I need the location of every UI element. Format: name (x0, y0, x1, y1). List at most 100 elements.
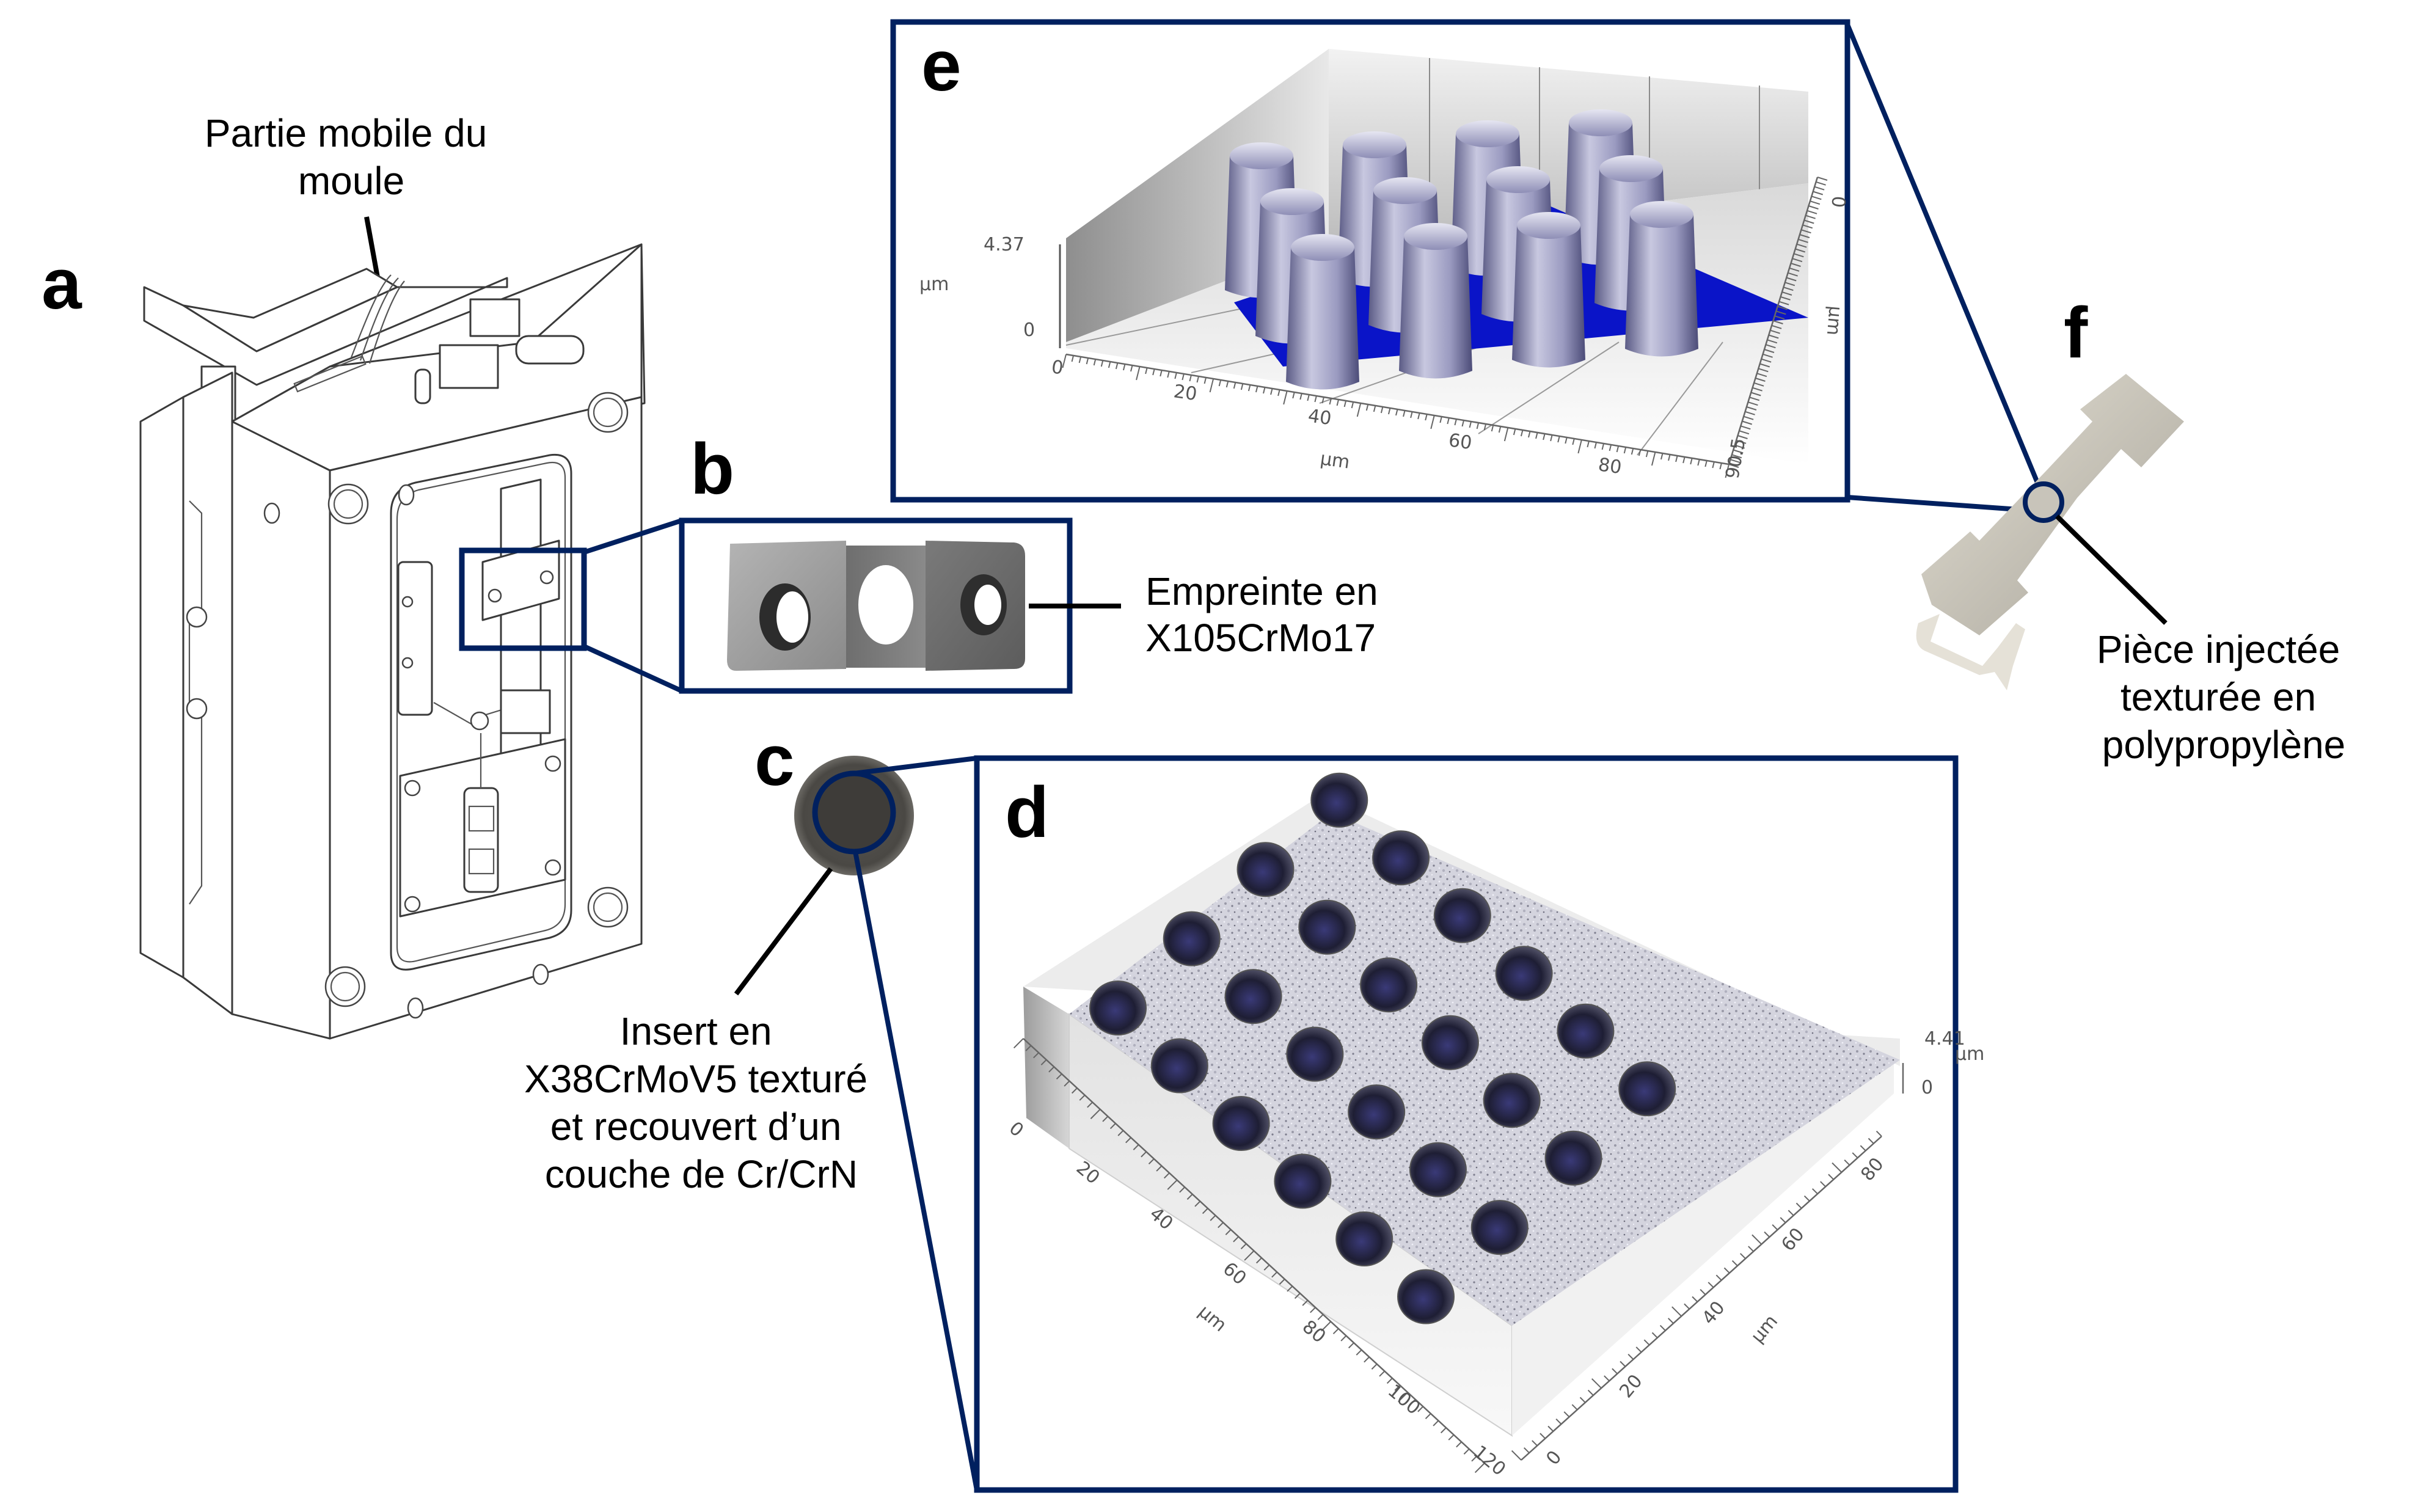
d-x-tick (1364, 1356, 1370, 1363)
e-y-tick (1750, 392, 1761, 396)
d-y-tick-label: 0 (1542, 1447, 1566, 1469)
e-x-tick (1616, 445, 1620, 453)
e-y-tick (1768, 334, 1779, 339)
caption-part-line-2: texturée en (2120, 675, 2316, 719)
e-x-tick (1395, 409, 1398, 416)
e-x-tick (1189, 374, 1192, 382)
e-x-tick (1543, 433, 1546, 440)
e-x-tick (1174, 372, 1177, 379)
d-hole (1470, 1200, 1529, 1255)
e-pillar-body (1625, 214, 1698, 357)
mould-hole (407, 997, 424, 1019)
d-x-tick (1356, 1349, 1362, 1356)
e-y-tick (1745, 411, 1755, 415)
e-x-tick (1233, 382, 1236, 389)
caption-moving-half-line-2: moule (298, 159, 404, 203)
caption-part-line-1: Pièce injectée (2097, 627, 2340, 671)
e-x-tick (1240, 383, 1244, 390)
d-y-tick (1635, 1346, 1642, 1353)
e-y-tick (1791, 263, 1801, 267)
d-left-wall (1023, 987, 1069, 1149)
d-hole (1397, 1269, 1455, 1324)
d-y-tick (1820, 1181, 1826, 1188)
mould-sensor-box (439, 344, 499, 389)
e-y-tick (1759, 363, 1770, 368)
d-x-tick (1117, 1130, 1124, 1136)
e-x-tick (1115, 362, 1119, 370)
d-hole (1089, 981, 1147, 1035)
e-pillar-top (1373, 177, 1437, 204)
e-x-tick (1609, 444, 1612, 451)
d-y-tick (1844, 1160, 1850, 1166)
d-y-tick (1692, 1296, 1698, 1302)
mould-ejector-block (500, 689, 551, 734)
e-y-tick (1806, 210, 1817, 214)
panel-e-frame (890, 19, 1850, 503)
d-x-tick (1398, 1392, 1408, 1403)
d-y-tick (1788, 1210, 1794, 1216)
e-x-tick (1623, 447, 1627, 454)
connector-a-b-top (583, 518, 683, 555)
mould-side-recess (188, 500, 203, 905)
e-x-ticks (1062, 354, 1729, 478)
d-y-tick (1659, 1324, 1666, 1331)
e-y-tick (1743, 415, 1754, 420)
d-x-tick (1163, 1172, 1170, 1179)
d-y-tick (1852, 1152, 1858, 1159)
mould-slide-left (397, 561, 433, 716)
d-y-tick (1511, 1450, 1522, 1461)
e-x-tick (1520, 429, 1524, 437)
d-x-tick (1148, 1158, 1155, 1165)
e-y-tick (1780, 296, 1791, 301)
e-y-tick (1813, 191, 1824, 195)
e-y-tick (1753, 382, 1764, 387)
e-x-tick (1712, 461, 1715, 469)
e-x-tick (1292, 392, 1295, 399)
e-x-tick (1182, 373, 1185, 381)
e-x-tick (1130, 365, 1133, 372)
e-x-tick (1491, 425, 1494, 432)
d-y-tick (1708, 1282, 1714, 1288)
d-x-tick (1064, 1080, 1070, 1087)
e-y-tick (1733, 449, 1744, 454)
e-x-tick (1704, 460, 1708, 467)
d-x-tick (1210, 1214, 1216, 1221)
panel-d-frame (974, 755, 1959, 1493)
panel-a: a Partie mobile du moule (42, 111, 683, 1040)
d-y-tick (1587, 1389, 1594, 1396)
e-pillar (1625, 201, 1698, 357)
panel-c: c Insert en X38CrMoV5 texturé et recouve… (524, 720, 979, 1491)
e-x-tick (1425, 414, 1428, 421)
e-x-tick (1329, 398, 1332, 405)
d-holes (1089, 772, 1676, 1324)
panel-letter-a: a (42, 244, 82, 324)
e-x-tick (1071, 355, 1075, 362)
e-y-tick (1814, 186, 1825, 191)
d-x-tick (1048, 1066, 1055, 1073)
e-y-tick (1762, 353, 1773, 358)
e-x-tick (1503, 427, 1509, 442)
d-hole (1421, 1015, 1479, 1070)
d-x-tick (1194, 1200, 1201, 1207)
d-y-axis-line (1521, 1136, 1882, 1461)
e-y-tick (1817, 177, 1828, 181)
d-x-tick (1133, 1144, 1139, 1150)
e-y-tick (1802, 224, 1813, 229)
d-x-tick (1425, 1413, 1431, 1420)
e-y-tick (1771, 324, 1782, 329)
mould-sprue (470, 711, 489, 731)
d-y-tick (1591, 1378, 1602, 1389)
d-x-tick (1179, 1186, 1185, 1193)
e-y-tick (1761, 358, 1772, 363)
panel-b: b Empreinte en X105CrMo17 (679, 429, 1378, 694)
e-x-tick-label: 40 (1307, 405, 1333, 429)
mould-cable-channel (293, 355, 367, 393)
panel-letter-e: e (921, 26, 962, 106)
e-y-tick (1758, 368, 1769, 373)
e-y-tick (1748, 401, 1758, 406)
e-pillar-top (1230, 142, 1293, 169)
d-hole (1310, 772, 1368, 828)
d-y-tick (1764, 1231, 1770, 1238)
d-x-tick (1225, 1229, 1232, 1235)
screw (404, 780, 421, 797)
